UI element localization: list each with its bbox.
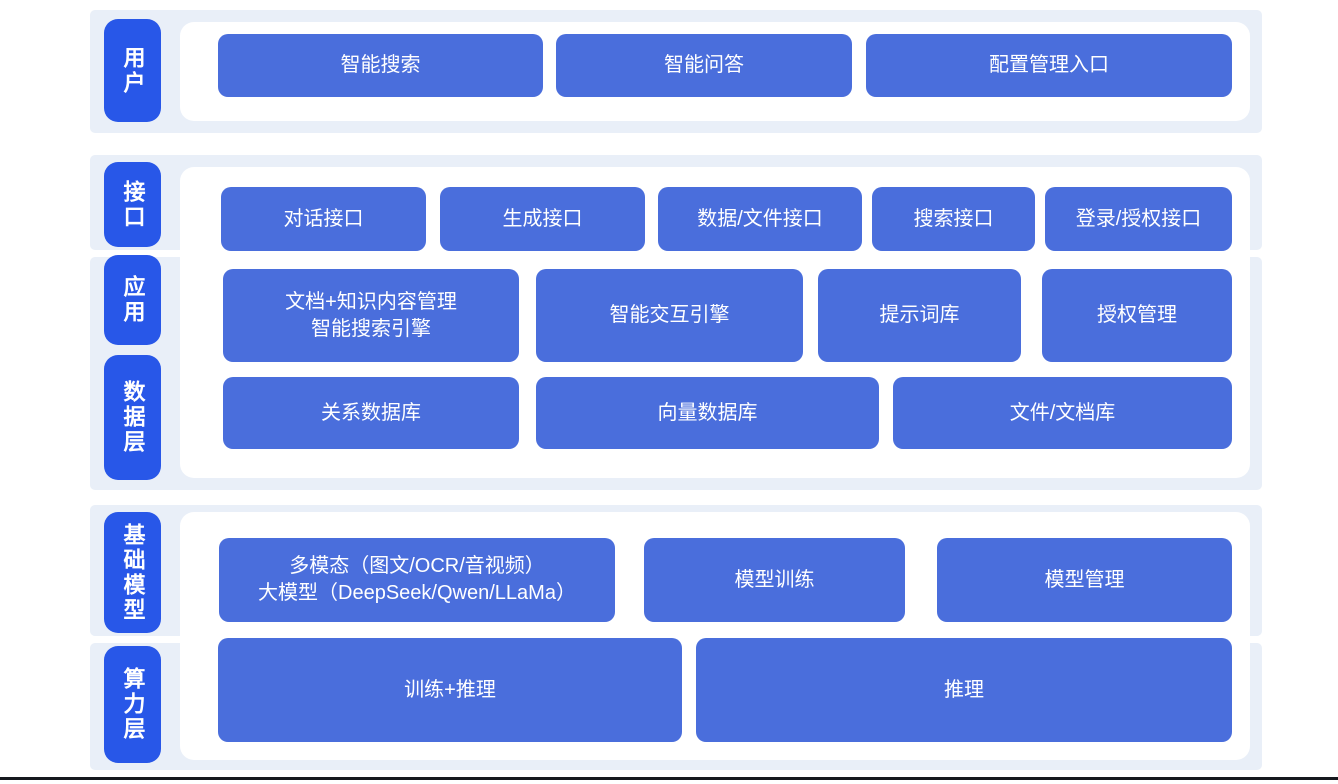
box-multimodal-llm: 多模态（图文/OCR/音视频） 大模型（DeepSeek/Qwen/LLaMa）	[219, 538, 615, 622]
box-dialog-interface: 对话接口	[221, 187, 426, 251]
box-config-management-entry: 配置管理入口	[866, 34, 1232, 97]
box-smart-search: 智能搜索	[218, 34, 543, 97]
layer-label-interface: 接口	[104, 162, 161, 247]
box-training-inference: 训练+推理	[218, 638, 682, 742]
box-model-management: 模型管理	[937, 538, 1232, 622]
box-data-file-interface: 数据/文件接口	[658, 187, 862, 251]
box-generation-interface: 生成接口	[440, 187, 645, 251]
layer-label-application: 应用	[104, 255, 161, 345]
box-vector-database: 向量数据库	[536, 377, 879, 449]
bottom-border-line	[0, 777, 1338, 780]
box-doc-knowledge-search-engine: 文档+知识内容管理 智能搜索引擎	[223, 269, 519, 362]
layer-label-foundation-model: 基础模型	[104, 512, 161, 633]
box-intelligent-interaction-engine: 智能交互引擎	[536, 269, 803, 362]
box-model-training: 模型训练	[644, 538, 905, 622]
layer-label-data-layer: 数据层	[104, 355, 161, 480]
box-inference: 推理	[696, 638, 1232, 742]
box-authorization-management: 授权管理	[1042, 269, 1232, 362]
box-smart-qa: 智能问答	[556, 34, 852, 97]
box-prompt-library: 提示词库	[818, 269, 1021, 362]
box-login-auth-interface: 登录/授权接口	[1045, 187, 1232, 251]
box-file-document-store: 文件/文档库	[893, 377, 1232, 449]
box-search-interface: 搜索接口	[872, 187, 1035, 251]
layer-label-user: 用户	[104, 19, 161, 122]
layer-label-compute-layer: 算力层	[104, 646, 161, 763]
box-relational-database: 关系数据库	[223, 377, 519, 449]
